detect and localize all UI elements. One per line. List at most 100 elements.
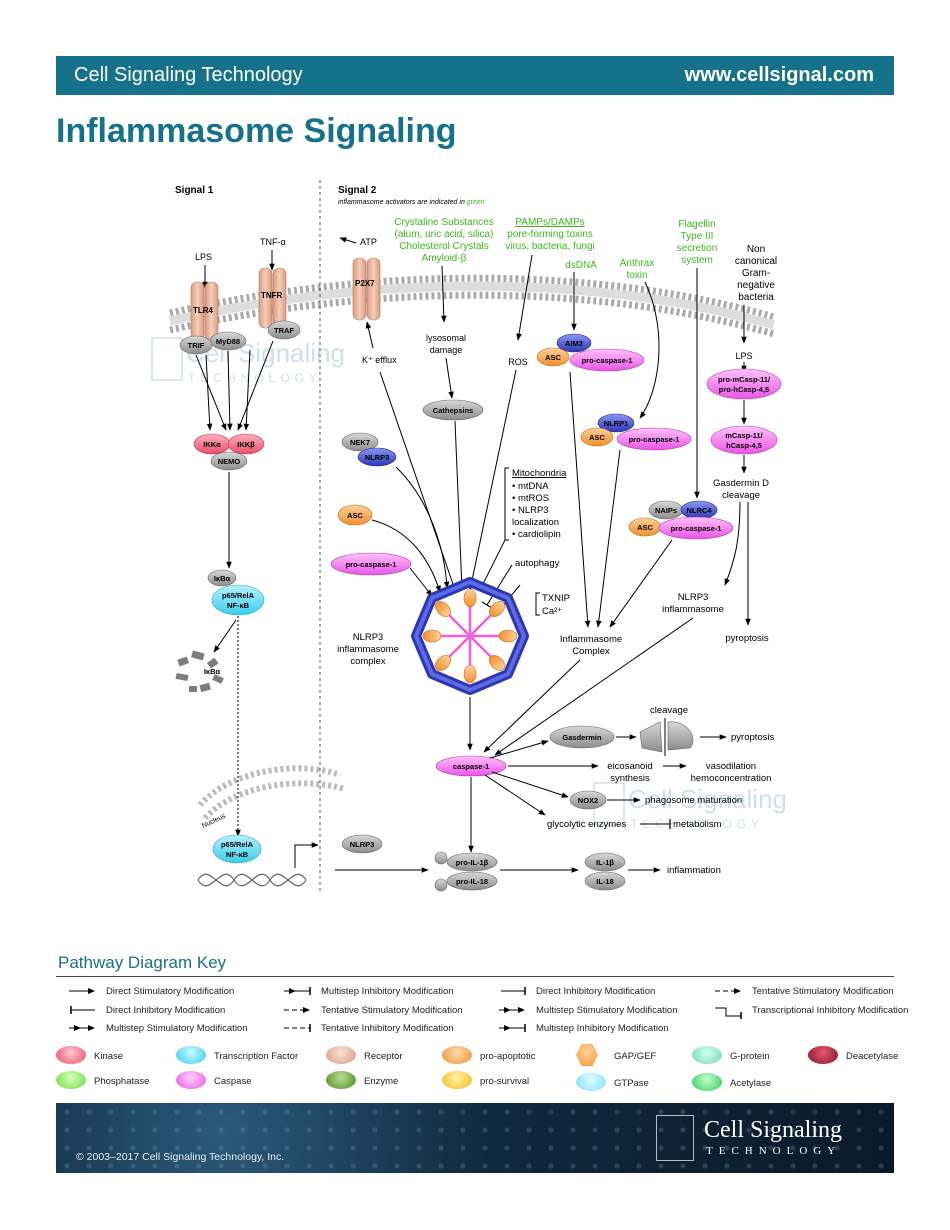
pathway-diagram: Cell Signaling TECHNOLOGY Cell Signaling…: [151, 180, 787, 893]
cleaved-gasdermin: [639, 718, 694, 756]
svg-text:pro-caspase-1: pro-caspase-1: [582, 356, 633, 365]
svg-text:caspase-1: caspase-1: [453, 762, 489, 771]
nlrp3-inflammasome-label: NLRP3 inflammasome: [662, 592, 724, 615]
cell-membrane-bilayer: [168, 274, 776, 338]
activator-note: inflammasome activators are indicated in…: [338, 199, 485, 206]
gsdmd-label: Gasdermin D cleavage: [713, 478, 769, 501]
dsdna-label: dsDNA: [565, 260, 597, 271]
svg-text:NAIPs: NAIPs: [655, 506, 677, 515]
svg-text:Mitochondria: Mitochondria: [512, 468, 567, 479]
svg-text:IKKα: IKKα: [203, 440, 221, 449]
metabolism-label: metabolism: [673, 819, 722, 830]
svg-text:Gram-: Gram-: [742, 268, 770, 279]
nlrp3-complex: [411, 577, 529, 695]
key-divider: [56, 976, 894, 977]
svg-text:• NLRP3: • NLRP3: [512, 505, 549, 516]
nlrp3-node: NLRP3: [357, 447, 397, 467]
cleavage-label: cleavage: [650, 705, 688, 716]
svg-text:NOX2: NOX2: [578, 796, 598, 805]
tlr4-receptor: TLR4: [190, 281, 219, 341]
asc-node-left: ASC: [337, 504, 373, 526]
svg-text:cleavage: cleavage: [722, 490, 760, 501]
svg-text:IL-18: IL-18: [596, 877, 614, 886]
svg-text:P2X7: P2X7: [355, 279, 375, 288]
lps-label: LPS: [195, 252, 212, 262]
nlrc4-node: NLRC4: [680, 500, 718, 520]
asc-node-aim2: ASC: [536, 347, 570, 367]
svg-text:Gasdermin D: Gasdermin D: [713, 478, 769, 489]
svg-text:Cathepsins: Cathepsins: [433, 406, 473, 415]
tnfa-label: TNF-α: [260, 237, 286, 247]
pamps-activators: PAMPs/DAMPs pore-forming toxins virus, b…: [505, 217, 595, 252]
nlrp3-complex-label: NLRP3 inflammasome complex: [337, 632, 399, 667]
nlrp1-node: NLRP1: [597, 413, 635, 433]
svg-text:Crystaline Substances: Crystaline Substances: [394, 217, 494, 228]
anthrax-label: Anthrax toxin: [620, 258, 654, 281]
flagellin-label: Flagellin Type III secretion system: [677, 219, 718, 266]
svg-text:lysosomal: lysosomal: [426, 333, 466, 343]
procasp11-node: pro-mCasp-11/pro-hCasp-4,5: [706, 368, 782, 400]
header-bar: Cell Signaling Technology www.cellsignal…: [56, 56, 894, 95]
svg-text:Cholesterol Crystals: Cholesterol Crystals: [399, 241, 488, 252]
svg-text:NLRP3: NLRP3: [365, 453, 390, 462]
svg-text:• mtDNA: • mtDNA: [512, 481, 549, 492]
footer-brand: Cell Signaling: [704, 1117, 842, 1143]
lysosomal-damage-label: lysosomal damage: [426, 333, 466, 355]
svg-text:Inflammasome: Inflammasome: [560, 634, 622, 645]
svg-text:pore-forming toxins: pore-forming toxins: [507, 229, 593, 240]
svg-text:damage: damage: [430, 345, 463, 355]
svg-text:NF-κB: NF-κB: [227, 601, 250, 610]
myd88-node: MyD88: [209, 331, 247, 351]
svg-text:p65/RelA: p65/RelA: [222, 591, 255, 600]
svg-text:NLRP3: NLRP3: [353, 632, 384, 643]
svg-text:Gasdermin: Gasdermin: [562, 733, 602, 742]
svg-text:NLRP1: NLRP1: [604, 419, 629, 428]
inflammation-label: inflammation: [667, 865, 721, 876]
svg-text:secretion: secretion: [677, 243, 718, 254]
svg-text:ASC: ASC: [589, 433, 605, 442]
svg-text:MyD88: MyD88: [216, 337, 240, 346]
lps2-label: LPS: [735, 351, 752, 361]
svg-text:pro-IL-18: pro-IL-18: [456, 877, 488, 886]
svg-text:• mtROS: • mtROS: [512, 493, 549, 504]
cst-logo-icon: [656, 1115, 694, 1161]
cathepsins-node: Cathepsins: [422, 399, 484, 421]
header-url[interactable]: www.cellsignal.com: [684, 64, 874, 86]
p2x7-receptor: P2X7: [352, 257, 381, 321]
signal2-label: Signal 2: [338, 185, 377, 196]
nemo-node: NEMO: [210, 451, 248, 471]
svg-text:IκBα: IκBα: [214, 574, 231, 583]
svg-text:ASC: ASC: [545, 353, 561, 362]
svg-text:pro-hCasp-4,5: pro-hCasp-4,5: [719, 385, 769, 394]
svg-text:pro-IL-1β: pro-IL-1β: [456, 858, 489, 867]
asc-node-nlrc4: ASC: [628, 517, 662, 537]
il1b-node: IL-1β: [584, 852, 626, 872]
gasdermin-node: Gasdermin: [549, 725, 615, 749]
svg-text:IKKβ: IKKβ: [237, 440, 255, 449]
svg-text:hCasp-4,5: hCasp-4,5: [726, 441, 762, 450]
svg-text:vasodilation: vasodilation: [706, 761, 756, 772]
svg-text:Type III: Type III: [681, 231, 714, 242]
svg-text:pro-caspase-1: pro-caspase-1: [346, 560, 397, 569]
svg-text:NEK7: NEK7: [350, 438, 370, 447]
svg-text:(alum, uric acid, silica): (alum, uric acid, silica): [395, 229, 494, 240]
svg-text:NF-κB: NF-κB: [226, 850, 249, 859]
k-efflux-label: K⁺ efflux: [362, 355, 397, 365]
key-title: Pathway Diagram Key: [58, 953, 227, 972]
noncanonical-label: Non canonical Gram- negative bacteria: [735, 244, 777, 303]
svg-text:eicosanoid: eicosanoid: [607, 761, 652, 772]
svg-text:hemoconcentration: hemoconcentration: [691, 773, 772, 784]
svg-text:TECHNOLOGY: TECHNOLOGY: [630, 817, 764, 831]
svg-text:pro-caspase-1: pro-caspase-1: [671, 524, 722, 533]
svg-text:p65/RelA: p65/RelA: [221, 840, 254, 849]
signal1-label: Signal 1: [175, 185, 214, 196]
nlrp3-transcribed-node: NLRP3: [341, 834, 383, 854]
svg-text:Amyloid-β: Amyloid-β: [422, 253, 467, 264]
traf-node: TRAF: [267, 320, 301, 340]
svg-text:Complex: Complex: [572, 646, 610, 657]
svg-text:TRAF: TRAF: [274, 326, 294, 335]
nox2-node: NOX2: [569, 790, 607, 810]
aim2-node: AIM2: [556, 333, 592, 353]
procasp1-node-aim2: pro-caspase-1: [569, 348, 645, 372]
